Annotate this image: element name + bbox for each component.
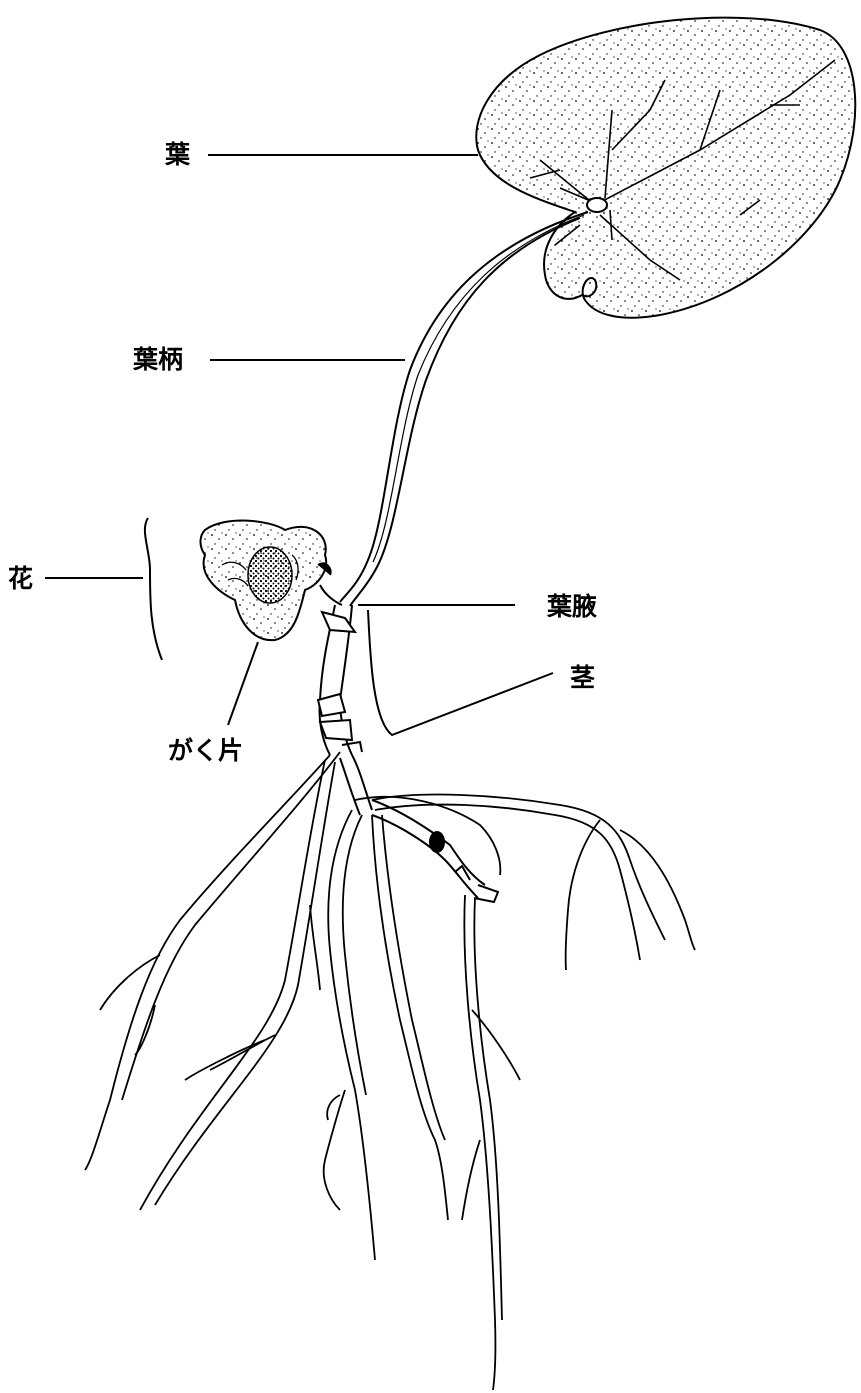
label-leaf-axil: 葉腋 [547,594,597,619]
flower [200,521,342,641]
flower-bracket [145,518,162,660]
label-sepal: がく片 [168,738,243,763]
leaf-blade [476,18,855,318]
label-stem: 茎 [570,665,595,690]
roots [85,752,695,1390]
label-petiole: 葉柄 [133,347,183,372]
label-leaf: 葉 [165,142,190,167]
stem [318,605,498,902]
leader-sepal [228,642,258,725]
leader-lines [45,155,553,735]
leader-stem [368,610,553,735]
label-flower: 花 [8,566,33,591]
